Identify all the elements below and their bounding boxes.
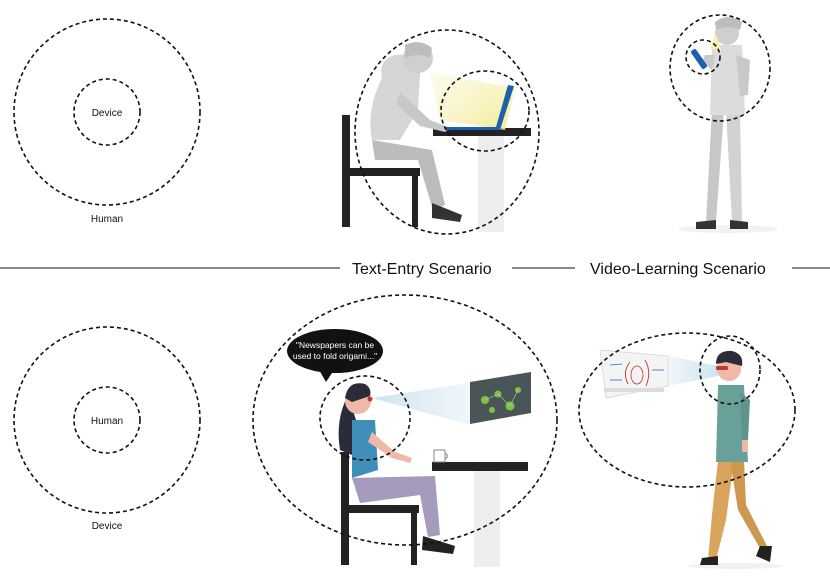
- person-glasses: [367, 396, 373, 402]
- projected-content: [481, 387, 521, 413]
- desk-leg: [478, 135, 504, 232]
- mug-handle: [444, 452, 448, 460]
- shoe-right: [730, 220, 748, 229]
- screen-light-beam: [430, 72, 515, 130]
- shoe-left: [696, 220, 716, 229]
- outer-human-circle: [354, 29, 540, 235]
- person-pants: [352, 476, 440, 537]
- screen-light-beam: [710, 34, 722, 52]
- person-hand: [742, 440, 748, 452]
- person-shirt: [716, 385, 748, 462]
- person-torso: [370, 54, 420, 140]
- person-leg-right: [730, 460, 768, 552]
- chair-leg-front: [411, 513, 417, 565]
- projected-screen: [470, 372, 531, 424]
- outer-device-circle: [13, 326, 201, 514]
- person-leg-left: [708, 460, 734, 560]
- person-leg-right: [726, 110, 742, 222]
- projected-content: [604, 359, 664, 392]
- speech-bubble-line-2: used to fold origami...": [293, 351, 377, 361]
- outer-human-circle: [669, 14, 771, 122]
- ar-glasses: [716, 366, 728, 370]
- projection-beam: [372, 383, 470, 425]
- desk-leg: [474, 470, 500, 567]
- person-shoe: [422, 536, 455, 554]
- person-arm-front: [702, 55, 715, 70]
- person-legs: [372, 140, 445, 210]
- scenario-divider: Text-Entry Scenario Video-Learning Scena…: [0, 261, 830, 278]
- video-learning-scenario-label: Video-Learning Scenario: [590, 261, 766, 278]
- laptop-user-illustration: [342, 29, 540, 235]
- chair-leg-back: [344, 513, 349, 565]
- voice-user-illustration: "Newspapers can be used to fold origami.…: [252, 294, 558, 567]
- speech-bubble-line-1: "Newspapers can be: [296, 340, 374, 350]
- person-hair: [405, 42, 432, 58]
- projected-screen: [599, 349, 669, 399]
- chair-leg-back: [345, 176, 350, 227]
- shoe-right: [756, 546, 772, 562]
- ar-walker-illustration: [578, 332, 796, 569]
- outer-device-label: Device: [92, 521, 123, 532]
- inner-human-circle: [699, 335, 761, 405]
- inner-human-label: Human: [91, 416, 123, 427]
- outer-human-label: Human: [91, 214, 123, 225]
- top-left-concentric-diagram: Device Human: [13, 18, 201, 225]
- person-leg-left: [706, 110, 724, 222]
- phone-user-illustration: [669, 14, 778, 233]
- inner-device-circle: [685, 39, 721, 75]
- chair-seat: [342, 168, 420, 176]
- person-arm: [396, 92, 450, 132]
- inner-device-circle: [440, 70, 530, 152]
- text-entry-scenario-label: Text-Entry Scenario: [352, 261, 492, 278]
- inner-human-circle: [73, 386, 141, 454]
- coffee-mug: [433, 449, 446, 463]
- projection-beam: [668, 356, 718, 386]
- person-shoe: [432, 203, 462, 222]
- speech-bubble: "Newspapers can be used to fold origami.…: [287, 329, 383, 382]
- person-arm-back: [736, 55, 750, 96]
- chair-leg-front: [412, 176, 418, 227]
- speech-bubble-body: [287, 329, 383, 373]
- phone: [691, 49, 707, 69]
- speech-bubble-tail: [318, 368, 334, 382]
- floor-shadow: [678, 225, 778, 233]
- outer-device-circle: [252, 294, 558, 546]
- outer-human-circle: [13, 18, 201, 206]
- person-torso: [710, 45, 745, 115]
- shoe-left: [700, 556, 718, 565]
- laptop: [445, 85, 514, 130]
- person-shirt: [352, 420, 378, 478]
- person-hair: [715, 17, 742, 30]
- person-hair-top: [345, 383, 371, 402]
- bottom-left-concentric-diagram: Human Device: [13, 326, 201, 532]
- inner-device-circle: [73, 78, 141, 146]
- person-arm: [368, 432, 412, 463]
- inner-device-label: Device: [92, 108, 123, 119]
- person-hair: [716, 350, 743, 366]
- content-blob: [489, 407, 495, 413]
- chair-seat: [341, 505, 419, 513]
- person-arm: [740, 392, 750, 440]
- inner-human-circle: [319, 375, 411, 461]
- outer-device-circle: [578, 332, 796, 488]
- desk-top: [432, 462, 528, 471]
- desk-top: [433, 128, 531, 136]
